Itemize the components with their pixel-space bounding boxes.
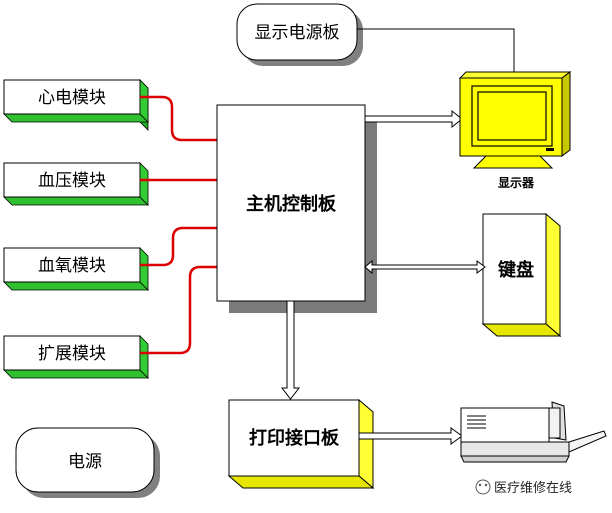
ecg-signal-line: [140, 95, 217, 142]
main-control-board-label: 主机控制板: [246, 193, 337, 215]
keyboard-label: 键盘: [497, 259, 534, 281]
board-keyboard-arrow: [364, 259, 486, 275]
power-to-monitor-line: [357, 28, 515, 72]
ecg-module-node: 心电模块: [3, 79, 149, 131]
spo2-signal-line: [140, 226, 217, 267]
main-control-board-node: 主机控制板: [216, 104, 377, 313]
bp-module-node: 血压模块: [3, 162, 149, 206]
spo2-module-node: 血氧模块: [3, 247, 149, 291]
board-to-monitor-arrow: [364, 109, 463, 129]
spo2-module-label: 血氧模块: [38, 256, 106, 276]
monitor-node: 显示器: [458, 71, 572, 190]
module-signal-lines: [140, 95, 217, 355]
watermark: 医疗维修在线: [475, 479, 572, 496]
display-power-board-label: 显示电源板: [255, 23, 340, 43]
expansion-module-label: 扩展模块: [38, 344, 106, 364]
expansion-signal-line: [140, 265, 217, 355]
keyboard-node: 键盘: [481, 212, 562, 338]
bp-module-label: 血压模块: [38, 171, 106, 191]
expansion-module-node: 扩展模块: [3, 335, 149, 379]
printer-icon: [460, 401, 607, 463]
power-supply-node: 电源: [15, 427, 160, 498]
ecg-module-label: 心电模块: [38, 88, 106, 108]
print-interface-board-label: 打印接口板: [249, 427, 340, 449]
monitor-label: 显示器: [498, 176, 535, 190]
print-to-printer-arrow: [358, 427, 463, 445]
board-to-print-arrow: [280, 300, 301, 400]
display-power-board-node: 显示电源板: [236, 3, 363, 66]
power-supply-label: 电源: [68, 452, 102, 472]
print-interface-board-node: 打印接口板: [227, 398, 375, 490]
watermark-text: 医疗维修在线: [494, 481, 572, 496]
